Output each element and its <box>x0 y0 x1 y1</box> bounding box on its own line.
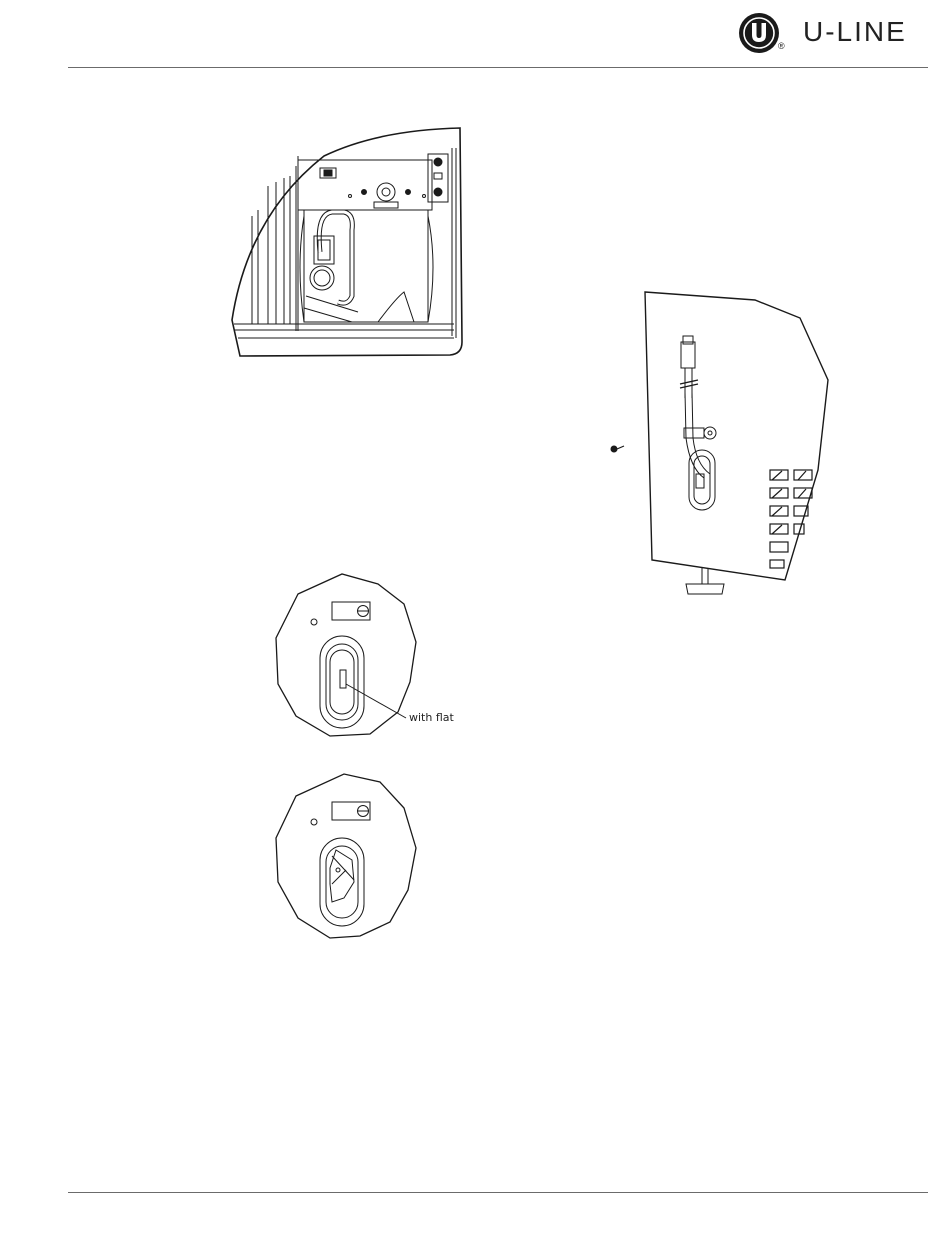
footer-divider <box>68 1192 928 1193</box>
drain-fitting-with-flat-drawing <box>274 572 420 738</box>
appliance-cutaway-drawing <box>228 126 468 358</box>
side-panel-drain-hose-drawing <box>600 288 836 600</box>
registered-mark: ® <box>778 41 785 51</box>
with-flat-callout: with flat <box>409 711 454 724</box>
header-divider <box>68 67 928 68</box>
drain-fitting-rotated-drawing <box>274 772 420 940</box>
u-line-emblem-icon <box>736 10 782 56</box>
brand-wordmark: U-LINE <box>803 16 907 48</box>
brand-logo: ® U-LINE <box>736 10 932 56</box>
